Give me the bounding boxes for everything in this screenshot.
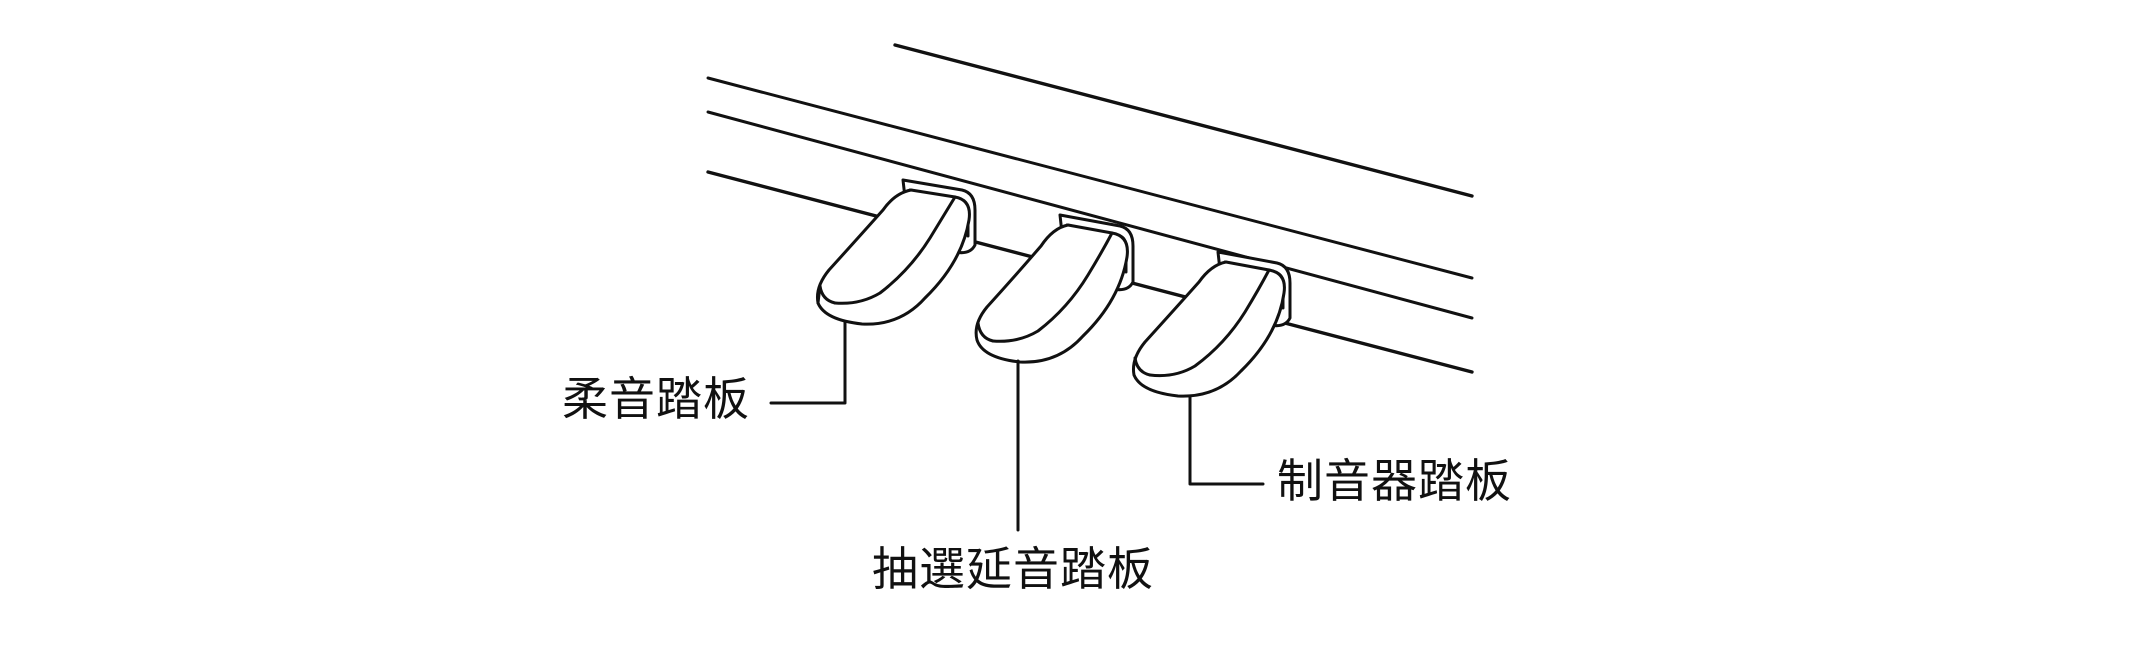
damper-pedal-label: 制音器踏板: [1277, 454, 1512, 508]
middle-rail-line: [706, 110, 1474, 320]
upper-rail-line: [706, 76, 1474, 280]
soft-pedal-label: 柔音踏板: [562, 372, 750, 426]
soft-pedal-shape: [816, 178, 977, 326]
damper-pedal-leader: [1188, 394, 1265, 486]
damper-pedal-shape: [1132, 250, 1292, 398]
sostenuto-pedal-shape: [974, 213, 1135, 364]
top-edge-line: [893, 43, 1474, 198]
leader-lines: [769, 320, 1265, 532]
soft-pedal-leader: [769, 320, 847, 405]
sostenuto-pedal-label: 抽選延音踏板: [872, 542, 1154, 596]
